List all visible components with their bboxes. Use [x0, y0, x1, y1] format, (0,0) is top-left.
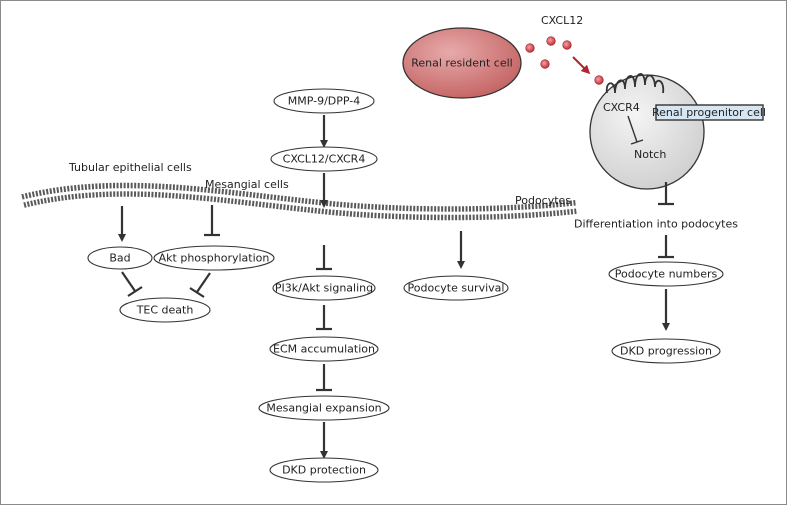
pi3k-akt-signaling-label: PI3k/Akt signaling: [275, 282, 373, 295]
cell-membrane: [21, 182, 577, 221]
cxcr4-label: CXCR4: [603, 101, 640, 114]
cxcl12-label: CXCL12: [541, 14, 583, 27]
tec-death-node: [119, 297, 211, 323]
cxcl12-ligand-dot: [594, 75, 604, 85]
dkd-protection-label: DKD protection: [282, 464, 366, 477]
cxcl12-cxcr4-label: CXCL12/CXCR4: [283, 153, 366, 166]
cxcl12-ligand-dot: [562, 40, 572, 50]
mmp9-dpp4-label: MMP-9/DPP-4: [288, 95, 361, 108]
cxcl12-ligand-dot: [540, 59, 550, 69]
cxcl12-ligands: [525, 36, 604, 85]
cxcl12-ligand-dot: [525, 43, 535, 53]
pi3k-akt-signaling-node: [272, 275, 376, 301]
akt-phosphorylation-node: [153, 245, 275, 271]
ecm-accumulation-label: ECM accumulation: [273, 343, 375, 356]
cxcl12-ligand-dot: [546, 36, 556, 46]
cxcl12-release-arrow: [572, 56, 591, 75]
podocytes-label: Podocytes: [515, 194, 571, 207]
renal-resident-cell-label: Renal resident cell: [411, 57, 512, 70]
akt-phosphorylation-label: Akt phosphorylation: [159, 252, 270, 265]
cxcr4-receptor-icon: [605, 73, 665, 94]
akt-tec-inhibition-bar: [189, 287, 205, 298]
mesangial-expansion-node: [258, 395, 390, 421]
cxcr4-notch-inhibition-bar: [630, 139, 644, 145]
dkd-progression-label: DKD progression: [620, 345, 712, 358]
bad-node: [87, 246, 153, 270]
podocyte-survival-label: Podocyte survival: [408, 282, 505, 295]
renal-resident-cell: [402, 27, 522, 99]
differentiation-into-podocytes-label: Differentiation into podocytes: [574, 218, 738, 231]
mesangial-expansion-label: Mesangial expansion: [266, 402, 381, 415]
tec-death-label: TEC death: [136, 304, 194, 317]
tubular-epithelial-cells-label: Tubular epithelial cells: [68, 161, 192, 174]
ecm-accumulation-node: [269, 336, 379, 362]
dkd-progression-node: [611, 338, 721, 364]
akt-tec-inhibition: [196, 272, 211, 293]
renal-progenitor-cell: [589, 74, 705, 190]
bad-tec-inhibition: [121, 271, 136, 292]
dkd-protection-node: [269, 457, 379, 483]
notch-label: Notch: [634, 148, 666, 161]
cxcl12-cxcr4-node: [270, 146, 378, 172]
bad-tec-inhibition-bar: [127, 286, 143, 297]
podocyte-numbers-node: [608, 261, 724, 287]
podocyte-numbers-label: Podocyte numbers: [615, 268, 718, 281]
mesangial-cells-label: Mesangial cells: [205, 178, 289, 191]
mmp9-dpp4-node: [273, 88, 375, 114]
renal-progenitor-cell-label-box: [655, 104, 764, 121]
bad-label: Bad: [109, 252, 130, 265]
podocyte-survival-node: [403, 275, 509, 301]
cxcr4-notch-inhibition: [627, 115, 638, 143]
renal-progenitor-cell-label: Renal progenitor cell: [652, 106, 766, 119]
